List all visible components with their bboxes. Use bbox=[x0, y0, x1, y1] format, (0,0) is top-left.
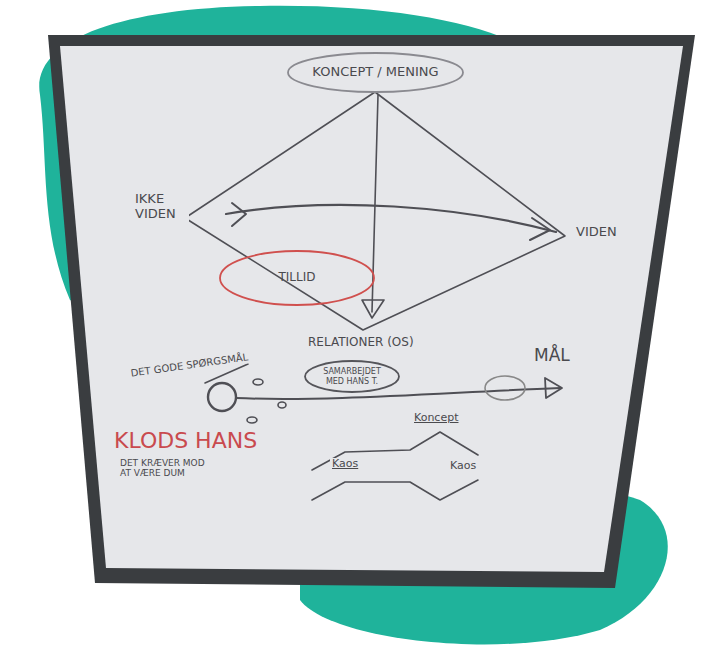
ellipse-shape bbox=[220, 251, 374, 305]
handwritten-label: MÅL bbox=[532, 346, 572, 366]
bubble bbox=[253, 379, 263, 385]
node-text: TILLID bbox=[278, 271, 315, 285]
small-ellipse bbox=[485, 376, 525, 400]
arrow-head bbox=[362, 300, 384, 318]
ellipse-shape bbox=[288, 53, 463, 92]
handwritten-label: KLODS HANS bbox=[112, 428, 259, 453]
start-circle bbox=[208, 383, 236, 411]
bubble bbox=[247, 417, 257, 423]
paper-sheet bbox=[60, 46, 683, 572]
arrow-head bbox=[545, 378, 562, 398]
diamond-outline bbox=[185, 92, 565, 330]
curved-arrow bbox=[226, 205, 556, 232]
node-text: SAMARBEJDET MED HANS T. bbox=[317, 367, 387, 385]
handwritten-label: DET KRÆVER MOD AT VÆRE DUM bbox=[118, 458, 218, 479]
arrow-head bbox=[530, 218, 550, 240]
node-text: KONCEPT / MENING bbox=[312, 65, 438, 80]
arrow-tail bbox=[232, 203, 246, 226]
board-frame bbox=[48, 35, 695, 588]
goal-arrow bbox=[236, 388, 560, 399]
handwritten-label: RELATIONER (OS) bbox=[306, 336, 416, 350]
ellipse-node: SAMARBEJDET MED HANS T. bbox=[303, 359, 401, 394]
vertical-arrow bbox=[372, 95, 378, 312]
ellipse-shape bbox=[305, 361, 399, 392]
chaos-line bbox=[312, 480, 478, 500]
handwritten-label: IKKE VIDEN bbox=[133, 192, 189, 222]
handwritten-label: VIDEN bbox=[574, 225, 619, 240]
ellipse-node: TILLID bbox=[218, 249, 376, 307]
ellipse-node: KONCEPT / MENING bbox=[286, 51, 465, 94]
handwritten-label: Koncept bbox=[412, 412, 460, 425]
bubble bbox=[278, 402, 286, 408]
handwritten-label: Kaos bbox=[330, 458, 360, 471]
handwritten-label: Kaos bbox=[448, 460, 478, 473]
